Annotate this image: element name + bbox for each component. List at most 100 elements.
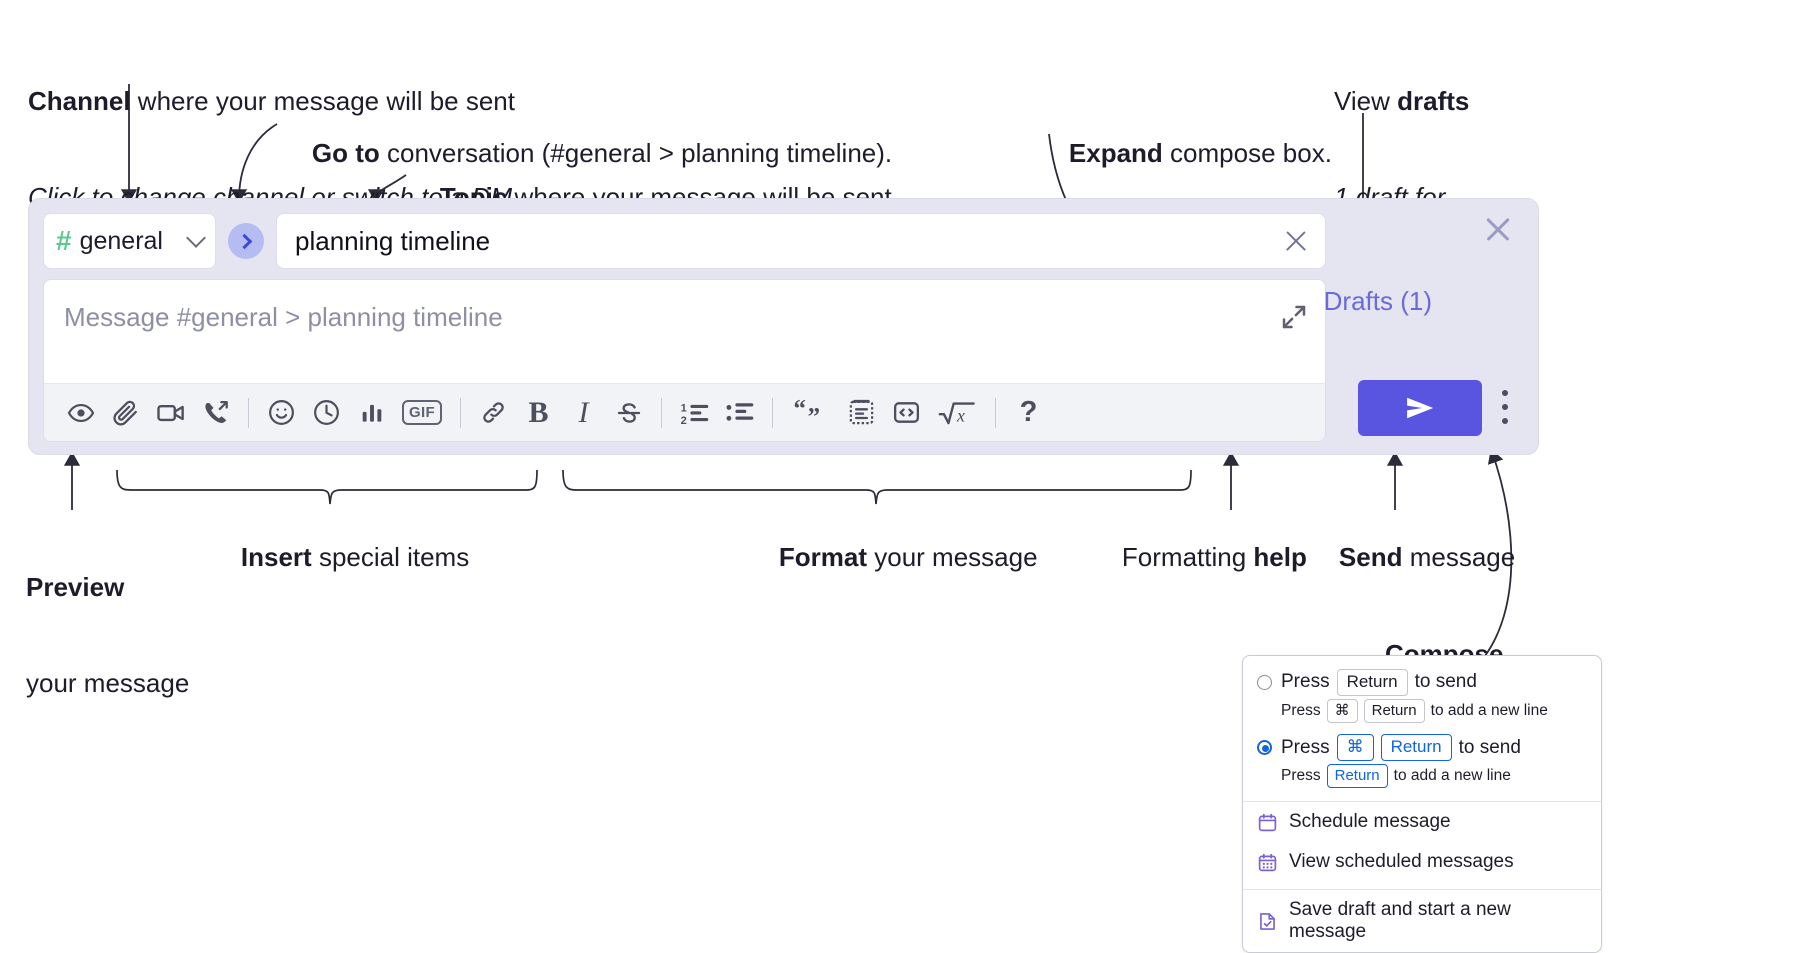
menu-radio-option-2-label: Press ⌘ Return to send	[1281, 734, 1521, 762]
opt2-sub-post: to add a new line	[1393, 767, 1511, 785]
chevron-right-icon	[236, 233, 252, 249]
anno-expand-rest: compose box.	[1162, 137, 1332, 168]
preview-icon[interactable]	[58, 392, 103, 434]
clock-icon[interactable]	[304, 392, 349, 434]
menu-radio-option-2[interactable]: Press ⌘ Return to send	[1243, 729, 1601, 762]
compose-panel: # general planning timeline Message #gen…	[28, 198, 1539, 455]
menu-item-view-scheduled-messages[interactable]: View scheduled messages	[1243, 842, 1601, 882]
ordered-list-icon[interactable]: 1 2	[672, 392, 717, 434]
anno-drafts-plain: View	[1334, 85, 1398, 116]
close-icon[interactable]	[1482, 213, 1514, 245]
anno-send-rest: message	[1402, 541, 1516, 572]
italic-icon[interactable]: I	[561, 392, 606, 434]
calendar-icon	[1257, 812, 1278, 833]
anno-insert: Insert special items	[212, 510, 469, 606]
bar-chart-icon[interactable]	[349, 392, 394, 434]
video-camera-icon[interactable]	[148, 392, 193, 434]
menu-item-save-draft[interactable]: Save draft and start a new message	[1243, 890, 1601, 952]
channel-picker[interactable]: # general	[43, 213, 216, 269]
separator-1	[248, 397, 249, 428]
menu-item-schedule-message[interactable]: Schedule message	[1243, 802, 1601, 842]
topic-field[interactable]: planning timeline	[276, 213, 1326, 269]
svg-text:2: 2	[680, 414, 686, 426]
clear-topic-icon[interactable]	[1281, 226, 1311, 256]
bold-icon[interactable]: B	[516, 392, 561, 434]
kebab-dot-3	[1502, 418, 1508, 424]
formatting-toolbar: GIF B I	[44, 383, 1325, 441]
drafts-link[interactable]: Drafts (1)	[1323, 286, 1432, 316]
separator-5	[995, 397, 996, 428]
opt2-pre: Press	[1281, 736, 1330, 758]
math-sqrt-icon[interactable]: x	[929, 392, 985, 434]
anno-format-rest: your message	[867, 541, 1038, 572]
menu-radio-option-1[interactable]: Press Return to send	[1243, 664, 1601, 697]
anno-fh-bold: help	[1253, 541, 1307, 572]
code-block-icon[interactable]	[839, 392, 884, 434]
link-icon[interactable]	[471, 392, 516, 434]
opt1-sub-post: to add a new line	[1430, 702, 1548, 720]
anno-format: Format your message	[750, 510, 1038, 606]
anno-channel-bold: Channel	[28, 85, 131, 116]
gif-icon[interactable]: GIF	[394, 392, 450, 434]
compose-inner: # general planning timeline Message #gen…	[43, 213, 1326, 442]
gif-label: GIF	[402, 400, 442, 425]
message-input-placeholder: Message #general > planning timeline	[64, 302, 503, 332]
compose-top-row: # general planning timeline	[43, 213, 1326, 269]
bulleted-list-icon[interactable]	[717, 392, 762, 434]
phone-forward-icon[interactable]	[193, 392, 238, 434]
opt2-post: to send	[1458, 736, 1521, 758]
emoji-smiley-icon[interactable]	[259, 392, 304, 434]
opt1-pre: Press	[1281, 671, 1330, 693]
menu-item-save-draft-label: Save draft and start a new message	[1289, 899, 1511, 943]
calendar-grid-icon	[1257, 852, 1278, 873]
anno-send: Send message	[1310, 510, 1515, 606]
svg-text:“: “	[794, 399, 806, 422]
opt1-sub-pre: Press	[1281, 702, 1321, 720]
opt1-post: to send	[1414, 671, 1477, 693]
help-icon[interactable]: ?	[1006, 392, 1051, 434]
svg-text:1: 1	[680, 402, 686, 414]
svg-text:”: ”	[808, 403, 820, 427]
anno-channel-rest: where your message will be sent	[130, 85, 515, 116]
anno-preview-bold: Preview	[26, 571, 125, 602]
menu-divider-1	[1243, 801, 1601, 803]
kebab-dot-2	[1502, 404, 1508, 410]
go-to-conversation-button[interactable]	[228, 223, 264, 259]
menu-radio-option-2-sub: Press Return to add a new line	[1243, 762, 1601, 794]
chevron-down-icon	[186, 228, 206, 248]
menu-divider-2	[1243, 889, 1601, 891]
opt2-key-return: Return	[1380, 734, 1452, 762]
inline-code-icon[interactable]	[884, 392, 929, 434]
anno-channel: Channel where your message will be sent …	[28, 22, 519, 278]
message-editor[interactable]: Message #general > planning timeline	[43, 279, 1326, 442]
compose-options-button[interactable]	[1492, 390, 1518, 424]
menu-item-view-scheduled-messages-label: View scheduled messages	[1289, 851, 1514, 873]
svg-text:x: x	[956, 405, 965, 425]
blockquote-icon[interactable]: “ ”	[783, 392, 839, 434]
radio-button-cmd-return-to-send[interactable]	[1257, 740, 1272, 756]
italic-label: I	[578, 395, 589, 429]
anno-send-bold: Send	[1338, 541, 1403, 572]
opt2-sub-key-return: Return	[1326, 764, 1388, 789]
help-label: ?	[1019, 396, 1038, 428]
menu-item-schedule-message-label: Schedule message	[1289, 811, 1451, 833]
document-check-icon	[1257, 911, 1278, 932]
send-button[interactable]	[1358, 380, 1482, 436]
strikethrough-icon[interactable]	[606, 392, 651, 434]
attachment-icon[interactable]	[103, 392, 148, 434]
anno-goto-bold: Go to	[311, 137, 380, 168]
bold-label: B	[528, 395, 549, 429]
channel-name-label: general	[79, 226, 163, 255]
kebab-dot-1	[1502, 390, 1508, 396]
anno-fh-plain: Formatting	[1121, 541, 1254, 572]
separator-4	[772, 397, 773, 428]
anno-formatting-help: Formatting help	[1093, 510, 1307, 606]
radio-button-return-to-send[interactable]	[1257, 674, 1272, 690]
anno-insert-bold: Insert	[240, 541, 312, 572]
opt1-key-return: Return	[1336, 669, 1408, 696]
expand-diagonal-icon[interactable]	[1279, 302, 1309, 332]
send-paper-plane-icon	[1407, 397, 1434, 419]
anno-goto: Go to conversation (#general > planning …	[283, 106, 892, 202]
separator-3	[661, 397, 662, 428]
